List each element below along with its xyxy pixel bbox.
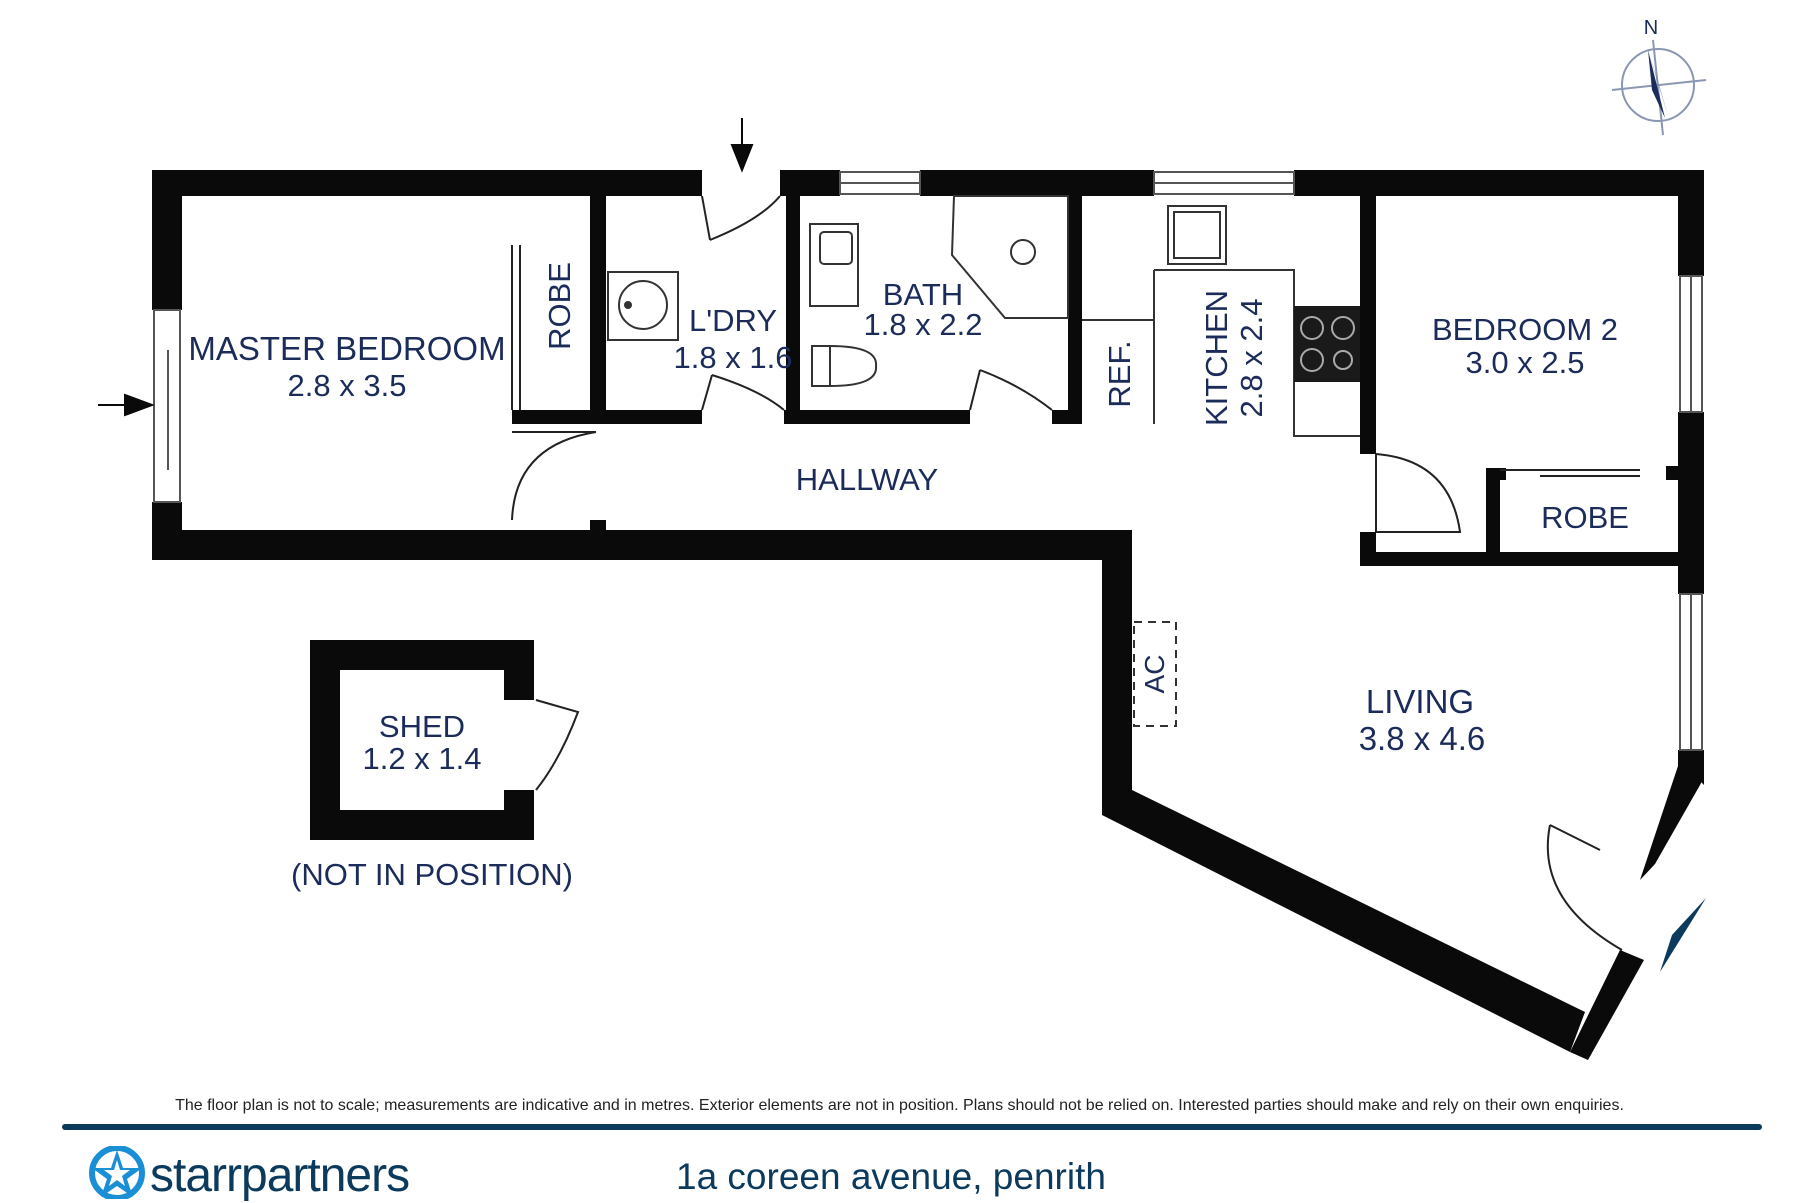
shed-note: (NOT IN POSITION) xyxy=(291,857,573,892)
room-size-shed: 1.2 x 1.4 xyxy=(363,741,482,776)
room-size-bedroom2: 3.0 x 2.5 xyxy=(1466,345,1585,380)
disclaimer-text: The floor plan is not to scale; measurem… xyxy=(175,1097,1624,1114)
room-label-hallway: HALLWAY xyxy=(796,462,938,497)
compass-north-label: N xyxy=(1644,17,1658,39)
room-size-kitchen: 2.8 x 2.4 xyxy=(1234,299,1269,418)
entry-triangle-icon xyxy=(1660,898,1706,972)
fixtures xyxy=(607,195,1360,727)
room-label-bedroom2: BEDROOM 2 xyxy=(1432,312,1618,347)
brand-name: starrpartners xyxy=(150,1149,410,1202)
room-label-robe-bed2: ROBE xyxy=(1541,500,1629,535)
property-address: 1a coreen avenue, penrith xyxy=(676,1156,1106,1197)
room-label-kitchen: KITCHEN xyxy=(1199,290,1234,426)
room-label-bath: BATH xyxy=(883,277,963,312)
room-size-master-bedroom: 2.8 x 3.5 xyxy=(288,368,407,403)
room-label-ac: AC xyxy=(1139,655,1170,694)
compass-icon: N xyxy=(1611,17,1707,136)
room-label-living: LIVING xyxy=(1366,683,1474,720)
room-size-laundry: 1.8 x 1.6 xyxy=(674,340,793,375)
room-label-master-bedroom: MASTER BEDROOM xyxy=(188,330,505,367)
walls xyxy=(152,170,1704,1060)
room-label-robe-master: ROBE xyxy=(542,262,577,350)
room-size-bath: 1.8 x 2.2 xyxy=(864,307,983,342)
starr-logo-icon xyxy=(89,1146,145,1199)
doors xyxy=(511,195,1640,951)
room-label-laundry: L'DRY xyxy=(689,303,777,338)
room-label-ref: REF. xyxy=(1102,340,1137,407)
room-size-living: 3.8 x 4.6 xyxy=(1359,720,1486,757)
entry-arrows xyxy=(98,118,754,417)
room-label-shed: SHED xyxy=(379,709,465,744)
footer-divider xyxy=(62,1124,1762,1130)
windows xyxy=(153,171,1703,751)
shed xyxy=(310,640,580,840)
